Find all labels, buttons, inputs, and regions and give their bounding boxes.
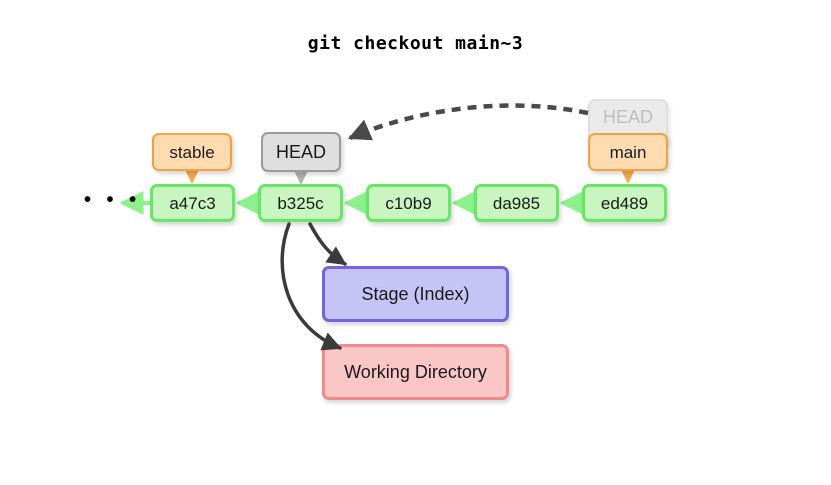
commit-label: ed489 [600,193,649,213]
commit-node-a47c3[interactable]: a47c3 [150,184,235,222]
ref-branch-main[interactable]: main [588,133,668,171]
stage-index-box[interactable]: Stage (Index) [322,266,509,322]
head-move-dashed-arrow [347,103,589,141]
page-title: git checkout main~3 [307,33,524,54]
working-directory-label: Working Directory [344,362,487,382]
ref-head-previous-label: HEAD [602,107,653,127]
commit-label: c10b9 [385,193,432,213]
ref-head-current-label: HEAD [275,142,326,162]
commit-node-da985[interactable]: da985 [474,184,559,222]
arrow-b325c-to-stage [308,222,347,266]
ref-head-current[interactable]: HEAD [261,132,341,172]
commit-node-ed489[interactable]: ed489 [582,184,667,222]
working-directory-box[interactable]: Working Directory [322,344,509,400]
ellipsis-more-commits: • • • [84,189,142,211]
stage-index-label: Stage (Index) [361,284,470,304]
ref-branch-stable-label: stable [169,142,215,162]
commit-node-b325c[interactable]: b325c [258,184,343,222]
commit-node-c10b9[interactable]: c10b9 [366,184,451,222]
commit-label: b325c [277,193,324,213]
ref-pointer-arrows [183,165,637,185]
commit-label: da985 [492,193,541,213]
ref-branch-stable[interactable]: stable [152,133,232,171]
commit-label: a47c3 [169,193,216,213]
ref-branch-main-label: main [609,142,647,162]
